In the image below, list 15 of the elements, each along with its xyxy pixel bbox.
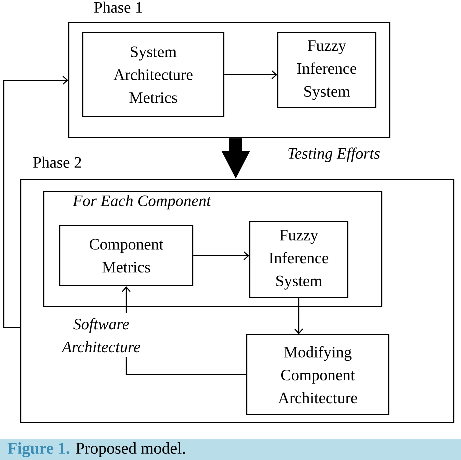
process-box: Modifying Component Architecture <box>246 334 390 416</box>
arrow <box>224 70 278 80</box>
process-box: Fuzzy Inference System <box>249 221 349 299</box>
arrow <box>194 252 250 260</box>
caption: Figure 1. Proposed model. <box>0 439 461 460</box>
arrow <box>294 298 304 334</box>
node-label: Phase 2 <box>33 156 82 168</box>
text-label: Software Architecture <box>61 318 140 353</box>
process-box: Fuzzy Inference System <box>277 32 377 109</box>
process-box: System Architecture Metrics <box>82 32 225 118</box>
arrow <box>122 286 131 314</box>
process-box: Component Metrics <box>59 225 194 287</box>
node-label: Phase 1 <box>94 2 142 14</box>
connector-line <box>126 358 246 376</box>
arrow <box>3 76 68 329</box>
